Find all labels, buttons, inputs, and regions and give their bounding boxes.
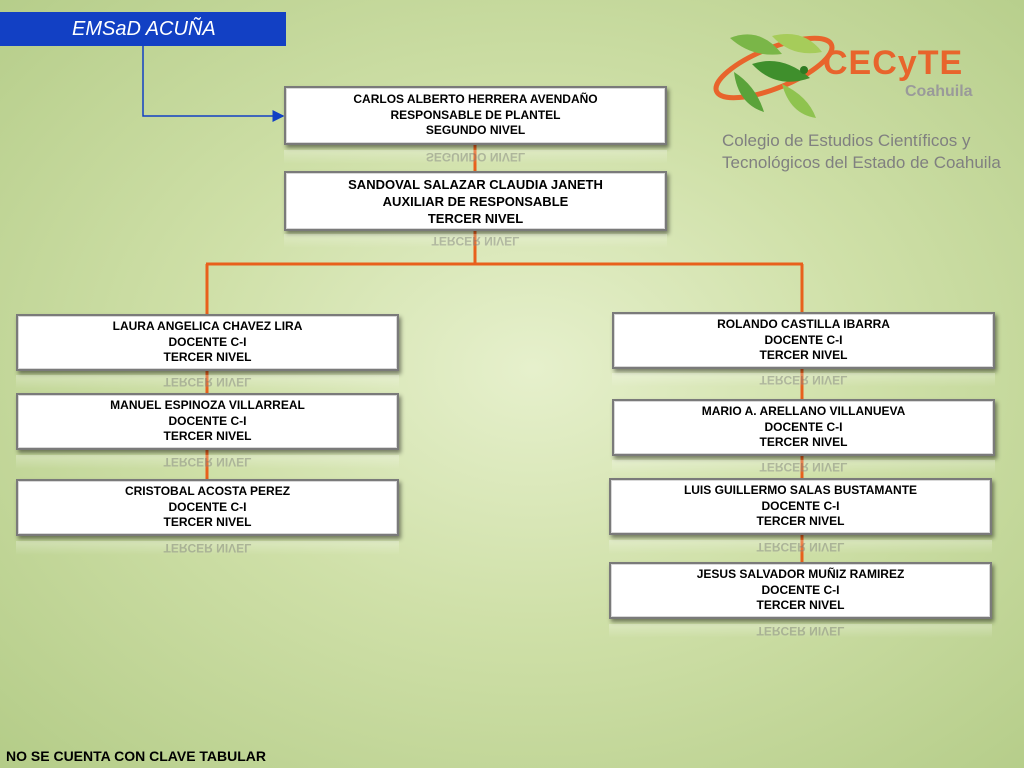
- campus-title: EMSaD ACUÑA: [0, 12, 286, 46]
- node-name: ROLANDO CASTILLA IBARRA: [717, 317, 890, 332]
- logo-brand: CECyTE: [823, 44, 964, 82]
- cecyte-logo-icon: [713, 34, 835, 118]
- node-level: TERCER NIVEL: [759, 348, 848, 363]
- node-role: DOCENTE C-I: [168, 499, 247, 514]
- node-reflection: TERCER NIVEL: [609, 540, 992, 554]
- node-assistant: SANDOVAL SALAZAR CLAUDIA JANETH AUXILIAR…: [284, 171, 667, 231]
- node-level: TERCER NIVEL: [759, 435, 848, 450]
- node-level: SEGUNDO NIVEL: [425, 123, 526, 138]
- node-reflection: TERCER NIVEL: [16, 375, 399, 389]
- node-teacher-right-1: ROLANDO CASTILLA IBARRA DOCENTE C-I TERC…: [612, 312, 995, 369]
- node-name: JESUS SALVADOR MUÑIZ RAMIREZ: [696, 567, 905, 582]
- node-level: TERCER NIVEL: [427, 210, 524, 226]
- node-role: DOCENTE C-I: [168, 413, 247, 428]
- node-name: LAURA ANGELICA CHAVEZ LIRA: [112, 319, 303, 334]
- logo-institution-name: Colegio de Estudios Científicos y Tecnol…: [722, 130, 1002, 174]
- node-role: RESPONSABLE DE PLANTEL: [390, 107, 561, 122]
- node-level: TERCER NIVEL: [163, 515, 252, 530]
- node-reflection: TERCER NIVEL: [284, 234, 667, 248]
- node-role: DOCENTE C-I: [761, 498, 840, 513]
- node-teacher-left-3: CRISTOBAL ACOSTA PEREZ DOCENTE C-I TERCE…: [16, 479, 399, 536]
- logo-line-1: Colegio de Estudios Científicos y: [722, 131, 971, 150]
- node-role: DOCENTE C-I: [761, 582, 840, 597]
- node-level: TERCER NIVEL: [756, 598, 845, 613]
- node-level: TERCER NIVEL: [163, 429, 252, 444]
- node-name: LUIS GUILLERMO SALAS BUSTAMANTE: [683, 483, 918, 498]
- node-reflection: TERCER NIVEL: [16, 455, 399, 469]
- node-role: DOCENTE C-I: [764, 419, 843, 434]
- node-teacher-right-2: MARIO A. ARELLANO VILLANUEVA DOCENTE C-I…: [612, 399, 995, 456]
- node-teacher-right-4: JESUS SALVADOR MUÑIZ RAMIREZ DOCENTE C-I…: [609, 562, 992, 619]
- node-name: MANUEL ESPINOZA VILLARREAL: [110, 398, 305, 413]
- node-reflection: TERCER NIVEL: [609, 624, 992, 638]
- node-reflection: TERCER NIVEL: [16, 541, 399, 555]
- node-name: CRISTOBAL ACOSTA PEREZ: [124, 484, 291, 499]
- node-role: AUXILIAR DE RESPONSABLE: [382, 193, 569, 209]
- node-name: MARIO A. ARELLANO VILLANUEVA: [701, 404, 906, 419]
- footer-note: NO SE CUENTA CON CLAVE TABULAR: [6, 748, 267, 764]
- logo-line-2: Tecnológicos del Estado de Coahuila: [722, 153, 1001, 172]
- node-reflection: SEGUNDO NIVEL: [284, 150, 667, 164]
- node-name: SANDOVAL SALAZAR CLAUDIA JANETH: [348, 176, 603, 192]
- node-level: TERCER NIVEL: [756, 514, 845, 529]
- logo-state: Coahuila: [905, 83, 973, 100]
- node-teacher-left-2: MANUEL ESPINOZA VILLARREAL DOCENTE C-I T…: [16, 393, 399, 450]
- node-role: DOCENTE C-I: [168, 334, 247, 349]
- node-name: CARLOS ALBERTO HERRERA AVENDAÑO: [353, 92, 598, 107]
- node-reflection: TERCER NIVEL: [612, 373, 995, 387]
- node-role: DOCENTE C-I: [764, 332, 843, 347]
- node-director: CARLOS ALBERTO HERRERA AVENDAÑO RESPONSA…: [284, 86, 667, 145]
- node-level: TERCER NIVEL: [163, 350, 252, 365]
- node-reflection: TERCER NIVEL: [612, 460, 995, 474]
- node-teacher-right-3: LUIS GUILLERMO SALAS BUSTAMANTE DOCENTE …: [609, 478, 992, 535]
- node-teacher-left-1: LAURA ANGELICA CHAVEZ LIRA DOCENTE C-I T…: [16, 314, 399, 371]
- title-arrow: [142, 46, 285, 122]
